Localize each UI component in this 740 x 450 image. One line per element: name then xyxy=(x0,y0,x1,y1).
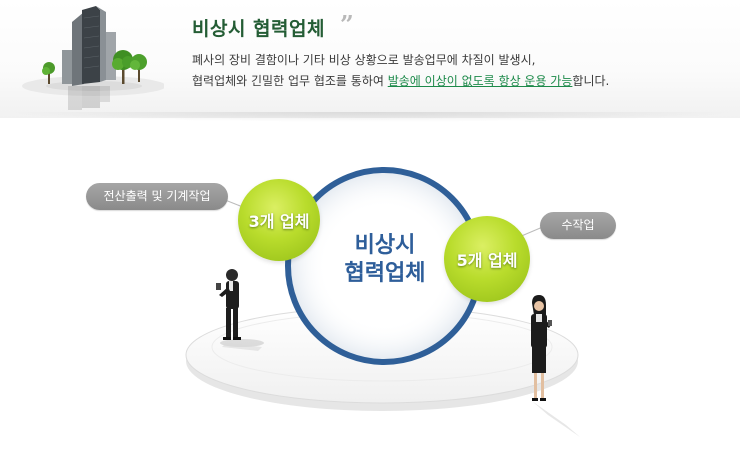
description-line-1: 폐사의 장비 결함이나 기타 비상 상황으로 발송업무에 차질이 발생시, xyxy=(192,53,536,67)
businesswoman-phone-icon xyxy=(531,295,580,437)
right-partner-count: 5개 업체 xyxy=(444,216,530,302)
page-title: 비상시 협력업체 xyxy=(192,18,325,40)
building-trees-icon xyxy=(22,6,164,110)
description-highlight: 발송에 이상이 없도록 항상 운용 가능 xyxy=(387,74,573,88)
diagram-graphics xyxy=(185,167,580,437)
center-title-line-2: 협력업체 xyxy=(344,261,426,286)
header-shadow xyxy=(0,112,740,122)
description-line-2-end: 합니다. xyxy=(572,74,610,88)
center-title: 비상시 협력업체 xyxy=(325,232,445,288)
quote-mark: ” xyxy=(340,10,354,39)
description: 폐사의 장비 결함이나 기타 비상 상황으로 발송업무에 차질이 발생시, 협력… xyxy=(192,50,712,92)
businessman-phone-icon xyxy=(216,269,264,351)
ring-glow xyxy=(288,170,480,362)
description-line-2: 협력업체와 긴밀한 업무 협조를 통하여 발송에 이상이 없도록 항상 운용 가… xyxy=(192,71,712,92)
left-category-label: 전산출력 및 기계작업 xyxy=(86,183,228,210)
description-line-2-start: 협력업체와 긴밀한 업무 협조를 통하여 xyxy=(192,74,388,88)
left-partner-count: 3개 업체 xyxy=(238,179,320,261)
right-category-label: 수작업 xyxy=(540,212,616,239)
partner-diagram: 전산출력 및 기계작업 수작업 3개 업체 5개 업체 비상시 협력업체 xyxy=(0,125,740,450)
header-banner: 비상시 협력업체 ” 폐사의 장비 결함이나 기타 비상 상황으로 발송업무에 … xyxy=(0,0,740,118)
center-title-line-1: 비상시 xyxy=(354,233,416,258)
